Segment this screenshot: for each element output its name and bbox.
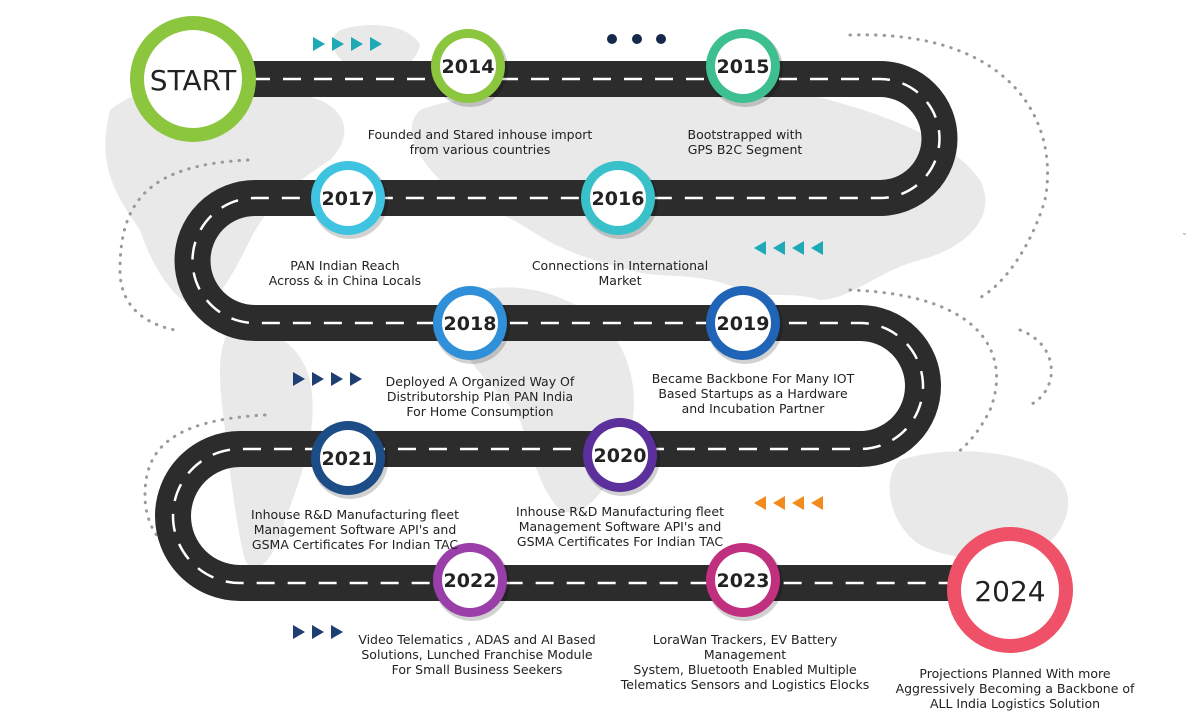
caption-line: For Small Business Seekers bbox=[391, 662, 563, 677]
milestone-marker-2020: 2020 bbox=[583, 418, 660, 496]
caption-line: Bootstrapped with bbox=[687, 127, 803, 142]
caption-line: Market bbox=[598, 273, 642, 288]
end-caption-line: Aggressively Becoming a Backbone of bbox=[895, 681, 1135, 696]
caption-line: GPS B2C Segment bbox=[687, 142, 803, 157]
caption-line: Management Software API's and bbox=[518, 519, 722, 534]
milestone-marker-2022: 2022 bbox=[433, 543, 510, 621]
start-label: START bbox=[150, 64, 237, 97]
milestone-year: 2014 bbox=[442, 56, 495, 78]
milestone-year: 2017 bbox=[322, 188, 375, 210]
milestone-year: 2016 bbox=[592, 188, 645, 210]
end-caption-line: Projections Planned With more bbox=[919, 666, 1111, 681]
caption-line: Management Software API's and bbox=[253, 522, 457, 537]
arrows-teal-left bbox=[754, 241, 823, 255]
milestone-marker-2021: 2021 bbox=[311, 421, 388, 499]
arrows-navy-right-bottom bbox=[293, 625, 343, 639]
milestone-year: 2023 bbox=[717, 570, 770, 592]
end-caption: Projections Planned With more Aggressive… bbox=[890, 666, 1140, 711]
caption-line: Inhouse R&D Manufacturing fleet bbox=[251, 507, 459, 522]
caption-line: System, Bluetooth Enabled Multiple bbox=[633, 662, 857, 677]
caption-line: GSMA Certificates For Indian TAC bbox=[251, 537, 459, 552]
arrows-navy-right bbox=[293, 372, 362, 386]
caption-line: Based Startups as a Hardware bbox=[658, 386, 848, 401]
milestone-marker-2014: 2014 bbox=[431, 29, 508, 107]
milestone-year: 2022 bbox=[444, 570, 497, 592]
caption-line: Inhouse R&D Manufacturing fleet bbox=[516, 504, 724, 519]
milestone-year: 2020 bbox=[594, 445, 647, 467]
corner-mark: ˇ bbox=[1183, 232, 1186, 242]
caption-line: Connections in International bbox=[531, 258, 709, 273]
dotted-arcs bbox=[118, 33, 1053, 557]
caption-line: and Incubation Partner bbox=[681, 401, 825, 416]
road-lane-markings bbox=[171, 77, 1010, 585]
milestone-marker-2017: 2017 bbox=[311, 161, 388, 239]
milestone-marker-2016: 2016 bbox=[581, 161, 658, 239]
caption-line: Video Telematics , ADAS and AI Based bbox=[358, 632, 596, 647]
caption-line: Became Backbone For Many IOT bbox=[651, 371, 855, 386]
caption-line: Founded and Stared inhouse import bbox=[367, 127, 593, 142]
caption-line: Across & in China Locals bbox=[268, 273, 422, 288]
milestone-marker-2018: 2018 bbox=[433, 286, 510, 364]
caption-line: from various countries bbox=[409, 142, 551, 157]
milestone-year: 2019 bbox=[717, 313, 770, 335]
caption-line: Solutions, Lunched Franchise Module bbox=[361, 647, 593, 662]
milestone-marker-2019: 2019 bbox=[706, 286, 783, 364]
milestone-markers: 2014 2015 2016 2017 2018 2019 2020 2021 2022 2023 bbox=[311, 29, 783, 621]
end-caption-line: ALL India Logistics Solution bbox=[929, 696, 1101, 711]
arrows-teal-right bbox=[313, 37, 382, 51]
caption-line: GSMA Certificates For Indian TAC bbox=[516, 534, 724, 549]
caption-line: PAN Indian Reach bbox=[290, 258, 400, 273]
caption-line: Telematics Sensors and Logistics Elocks bbox=[620, 677, 870, 692]
arrows-orange-left bbox=[754, 496, 823, 510]
dots-navy bbox=[607, 34, 666, 44]
milestone-year: 2015 bbox=[717, 56, 770, 78]
end-year-label: 2024 bbox=[974, 575, 1045, 608]
caption-line: For Home Consumption bbox=[406, 404, 554, 419]
end-marker-2024: 2024 bbox=[947, 527, 1073, 653]
milestone-marker-2023: 2023 bbox=[706, 543, 783, 621]
milestone-marker-2015: 2015 bbox=[706, 29, 783, 107]
milestone-year: 2021 bbox=[322, 448, 375, 470]
caption-line: Deployed A Organized Way Of bbox=[385, 374, 575, 389]
start-marker: START bbox=[130, 16, 256, 142]
caption-line: Distributorship Plan PAN India bbox=[386, 389, 574, 404]
caption-line: LoraWan Trackers, EV Battery Management bbox=[652, 632, 838, 662]
milestone-year: 2018 bbox=[444, 313, 497, 335]
